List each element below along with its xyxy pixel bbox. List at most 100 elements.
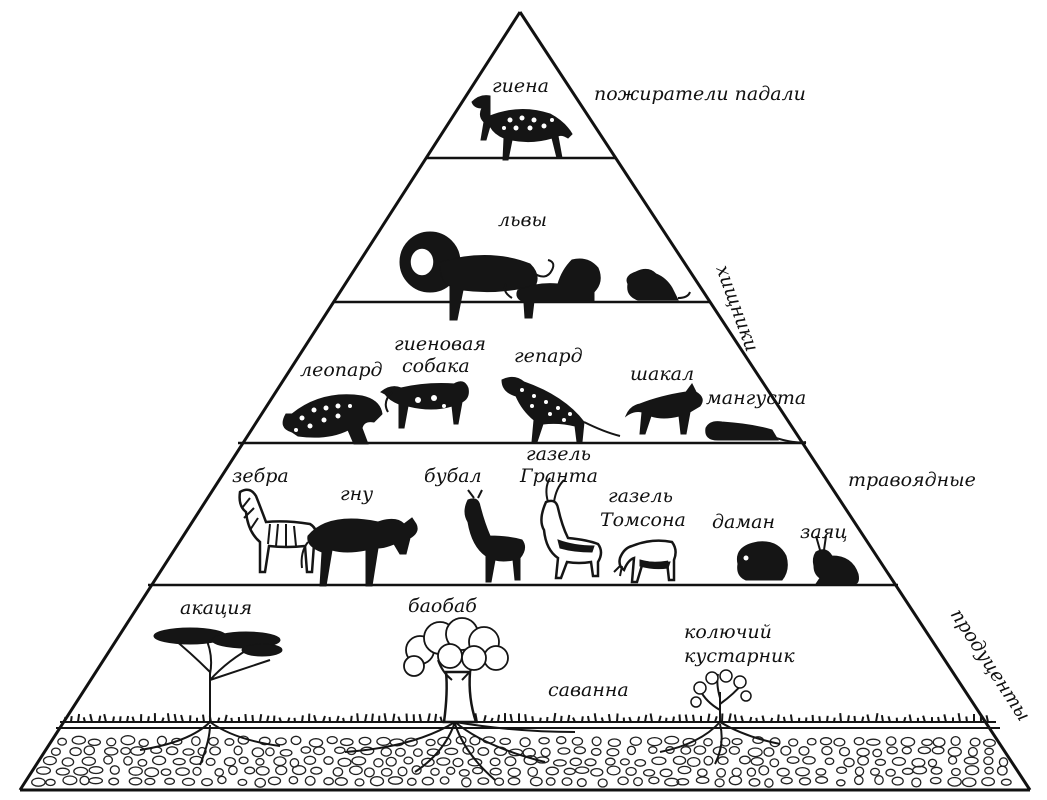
- soil-pebble: [821, 745, 833, 756]
- soil-pebble: [421, 757, 435, 767]
- soil-pebble: [477, 777, 490, 785]
- soil-pebble: [750, 756, 764, 766]
- soil-pebble: [255, 765, 270, 776]
- soil-pebble: [998, 757, 1009, 768]
- soil-pebble: [303, 755, 317, 765]
- soil-pebble: [677, 765, 692, 775]
- grass-blade: [600, 717, 604, 723]
- soil-pebble: [961, 777, 977, 788]
- soil-pebble: [62, 775, 78, 786]
- soil-pebble: [703, 755, 714, 766]
- soil-pebble: [275, 765, 288, 776]
- soil-pebble: [758, 765, 770, 776]
- grass-blade: [322, 715, 326, 723]
- grass-blade: [875, 713, 879, 723]
- label-thomson-line1: газель: [608, 485, 673, 507]
- soil-pebble: [103, 755, 114, 765]
- grass-blade: [217, 717, 221, 723]
- grass-blade: [509, 713, 513, 723]
- soil-pebble: [786, 756, 800, 764]
- soil-pebble: [273, 756, 287, 767]
- grass-blade: [397, 716, 401, 723]
- grass-blade: [70, 715, 73, 723]
- soil-pebble: [659, 768, 673, 778]
- grass-blade: [350, 715, 353, 723]
- soil-pebble: [780, 745, 792, 756]
- grass-blade: [755, 717, 758, 723]
- soil-pebble: [71, 735, 87, 745]
- grass-blade: [658, 715, 662, 723]
- label-wildebeest: гну: [340, 483, 373, 505]
- label-thorn-bush-line1: колючий: [684, 621, 772, 643]
- soil-pebble: [776, 767, 790, 777]
- soil-pebble: [106, 737, 117, 747]
- soil-pebble: [545, 766, 560, 776]
- soil-pebble: [300, 746, 312, 754]
- grass-blade: [173, 713, 177, 723]
- soil-pebble: [81, 756, 97, 766]
- soil-pebble: [387, 776, 404, 785]
- soil-pebble: [815, 768, 827, 776]
- soil-pebble: [31, 777, 46, 787]
- grass-blade: [287, 717, 291, 723]
- grass-blade: [937, 716, 940, 723]
- acacia-illustration: [153, 627, 283, 722]
- grass-blade: [392, 713, 396, 723]
- label-thorn-bush-line2: кустарник: [684, 645, 795, 667]
- label-hare: заяц: [800, 521, 848, 543]
- soil-pebble: [606, 747, 620, 757]
- soil-pebble: [83, 745, 96, 756]
- grass-blade: [434, 713, 438, 723]
- grass-blade: [607, 713, 611, 723]
- soil-pebble: [912, 765, 928, 775]
- soil-pebble: [843, 757, 855, 768]
- grass-blade: [427, 713, 431, 723]
- soil-pebble: [339, 738, 354, 747]
- soil-pebble: [223, 756, 237, 767]
- grass-blade: [336, 715, 340, 723]
- soil-pebble: [866, 738, 881, 746]
- grass-blade: [560, 715, 563, 723]
- soil-pebble: [334, 746, 346, 755]
- soil-pebble: [326, 735, 338, 745]
- grass-blade: [616, 713, 619, 723]
- soil-pebble: [254, 777, 267, 788]
- label-hyena-dog-line1: гиеновая: [394, 333, 486, 355]
- grass-blade: [714, 715, 718, 723]
- soil-pebble: [738, 755, 751, 765]
- soil-pebble: [717, 756, 729, 766]
- soil-pebble: [874, 775, 884, 786]
- label-scavengers: пожиратели падали: [594, 83, 806, 105]
- soil-pebble: [1000, 778, 1012, 786]
- grass-blade: [853, 715, 856, 723]
- soil-pebble: [798, 777, 812, 786]
- soil-pebble: [201, 777, 213, 787]
- soil-pebble: [430, 767, 440, 776]
- soil-pebble: [439, 776, 450, 785]
- grass-blade: [922, 715, 926, 723]
- soil-pebble: [769, 758, 780, 768]
- grant-gazelle-illustration: [540, 477, 603, 580]
- soil-pebble: [87, 738, 102, 747]
- grass-blade: [985, 715, 989, 723]
- wildebeest-illustration: [300, 517, 418, 587]
- soil-pebble: [545, 777, 556, 786]
- soil-pebble: [403, 756, 414, 765]
- grass-blade: [546, 716, 549, 723]
- soil-pebble: [412, 748, 423, 757]
- soil-pebble: [144, 767, 160, 778]
- grass-blade: [826, 715, 829, 723]
- soil-pebble: [182, 748, 195, 756]
- soil-pebble: [917, 746, 932, 755]
- soil-pebble: [983, 738, 996, 748]
- soil-pebble: [686, 756, 701, 768]
- baobab-illustration: [403, 617, 509, 724]
- grass-blade: [553, 712, 557, 723]
- soil-pebble: [421, 776, 435, 786]
- soil-pebble: [901, 746, 912, 755]
- grass-blade: [707, 713, 711, 723]
- soil-pebble: [901, 767, 914, 775]
- soil-pebble: [540, 747, 551, 758]
- soil-pebble: [79, 775, 90, 786]
- label-hyena: гиена: [492, 75, 549, 97]
